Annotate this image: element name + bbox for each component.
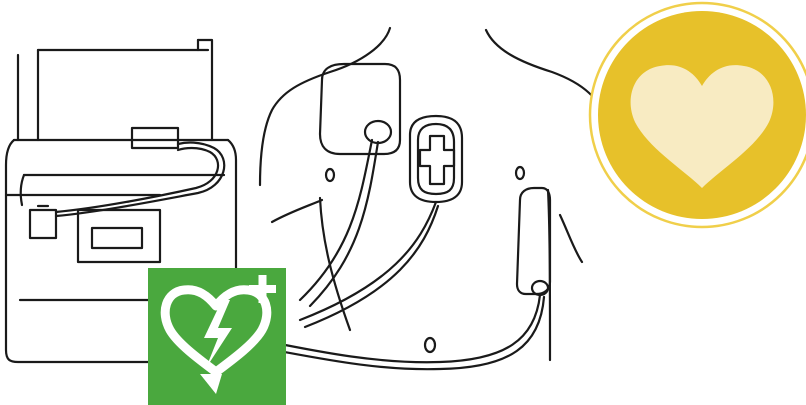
pad-package	[408, 114, 464, 204]
heart-icon	[630, 65, 774, 188]
aed-heart-lightning-cross-icon	[160, 275, 276, 394]
aed-device	[4, 38, 238, 364]
electrode-cables	[266, 138, 546, 371]
torso-outline	[258, 26, 608, 362]
